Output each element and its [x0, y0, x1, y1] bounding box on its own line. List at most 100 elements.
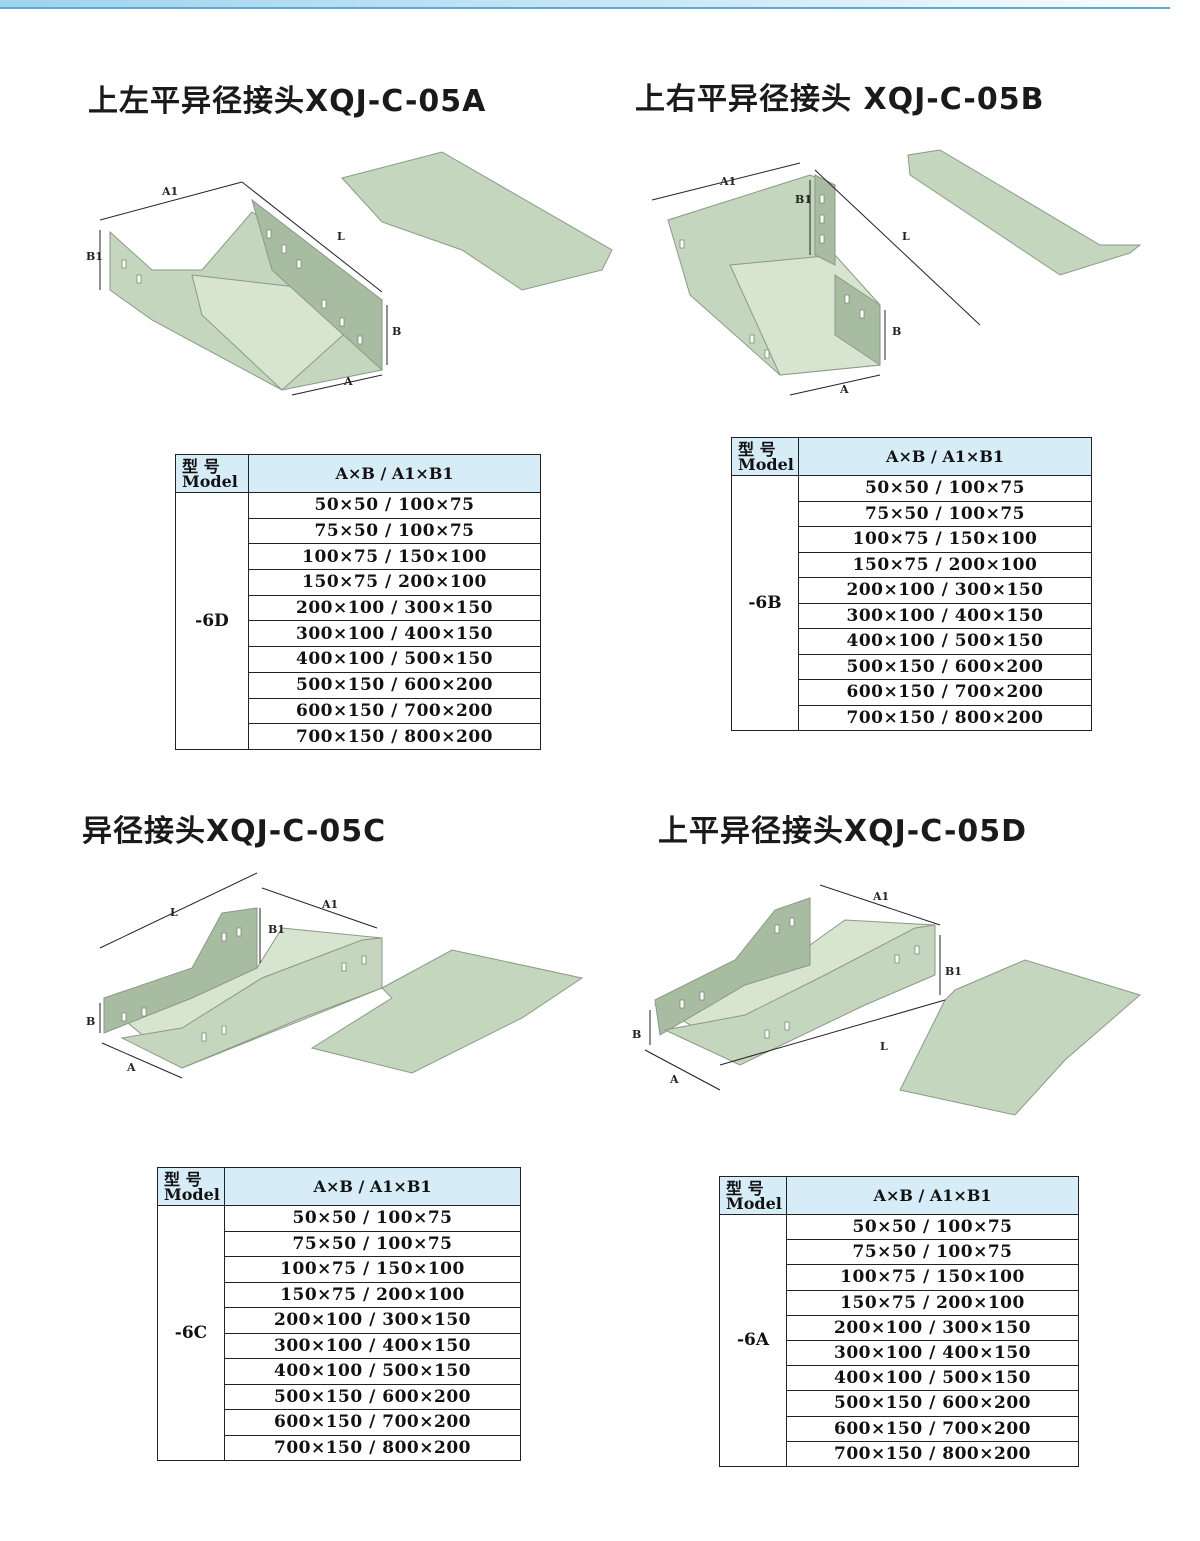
- size-cell: 200×100 / 300×150: [248, 594, 541, 622]
- title-05b: 上右平异径接头 XQJ-C-05B: [635, 82, 1045, 117]
- size-cell: 700×150 / 800×200: [786, 1440, 1079, 1467]
- size-cell: 700×150 / 800×200: [248, 723, 541, 750]
- dimension-lines: [651, 162, 981, 396]
- cover: [899, 959, 1142, 1116]
- cover: [310, 949, 584, 1074]
- dim-l: L: [337, 230, 345, 243]
- dim-b: B: [892, 325, 901, 338]
- tray-side: [814, 174, 836, 266]
- size-header: A×B / A1×B1: [798, 437, 1092, 476]
- dim-a: A: [126, 1061, 136, 1074]
- size-cell: 500×150 / 600×200: [786, 1390, 1079, 1417]
- top-band-line: [0, 7, 1170, 9]
- size-cell: 600×150 / 700×200: [248, 697, 541, 725]
- size-cell: 150×75 / 200×100: [224, 1281, 521, 1308]
- dim-a1: A1: [719, 175, 736, 188]
- size-cell: 300×100 / 400×150: [798, 602, 1092, 629]
- tray-side-front: [663, 924, 936, 1066]
- size-cell: 500×150 / 600×200: [224, 1383, 521, 1410]
- size-cell: 400×100 / 500×150: [786, 1365, 1079, 1392]
- size-header: A×B / A1×B1: [248, 454, 541, 493]
- size-cell: 600×150 / 700×200: [798, 679, 1092, 706]
- size-cell: 75×50 / 100×75: [798, 500, 1092, 527]
- dim-a: A: [839, 383, 849, 396]
- dim-b: B: [86, 1015, 95, 1028]
- size-cell: 600×150 / 700×200: [224, 1409, 521, 1436]
- size-cell: 150×75 / 200×100: [798, 551, 1092, 578]
- size-cell: 500×150 / 600×200: [248, 671, 541, 699]
- title-05a: 上左平异径接头XQJ-C-05A: [88, 84, 487, 119]
- illustration-05d: A1 B1 L B A: [632, 884, 1142, 1116]
- tray-side-front: [120, 937, 383, 1069]
- tray-side: [251, 198, 383, 372]
- size-header: A×B / A1×B1: [224, 1167, 521, 1206]
- size-cell: 200×100 / 300×150: [798, 577, 1092, 604]
- dim-b1: B1: [86, 250, 103, 263]
- illustration-05c: L A1 B1 B A: [86, 872, 584, 1079]
- dim-l: L: [902, 230, 910, 243]
- size-cell: 75×50 / 100×75: [786, 1239, 1079, 1266]
- model-cell: -6A: [719, 1214, 787, 1467]
- size-cell: 50×50 / 100×75: [786, 1213, 1079, 1241]
- size-cell: 600×150 / 700×200: [786, 1415, 1079, 1442]
- size-cell: 400×100 / 500×150: [224, 1358, 521, 1385]
- model-cell: -6B: [731, 475, 799, 731]
- dim-a1: A1: [161, 185, 178, 198]
- size-header: A×B / A1×B1: [786, 1176, 1079, 1215]
- dimension-lines: [644, 884, 946, 1091]
- size-cell: 300×100 / 400×150: [224, 1332, 521, 1359]
- size-cell: 150×75 / 200×100: [786, 1289, 1079, 1316]
- size-cell: 50×50 / 100×75: [248, 492, 541, 519]
- top-band: [0, 0, 1200, 8]
- dim-b1: B1: [268, 923, 285, 936]
- slots: [679, 194, 865, 359]
- cover: [907, 149, 1142, 276]
- size-cell: 75×50 / 100×75: [248, 517, 541, 545]
- slots: [121, 927, 367, 1042]
- size-cell: 50×50 / 100×75: [798, 475, 1092, 502]
- tray-side-back: [103, 907, 258, 1034]
- dim-b: B: [392, 325, 401, 338]
- dimension-lines: [99, 872, 378, 1079]
- size-cell: 200×100 / 300×150: [786, 1314, 1079, 1341]
- slots: [121, 229, 363, 345]
- size-cell: 700×150 / 800×200: [224, 1434, 521, 1461]
- tray-side-back: [654, 897, 811, 1036]
- dim-a: A: [343, 375, 353, 388]
- size-cell: 200×100 / 300×150: [224, 1307, 521, 1334]
- dim-l: L: [880, 1040, 888, 1053]
- dim-a: A: [669, 1073, 679, 1086]
- size-cell: 75×50 / 100×75: [224, 1230, 521, 1257]
- size-cell: 300×100 / 400×150: [786, 1339, 1079, 1367]
- size-cell: 100×75 / 150×100: [248, 543, 541, 571]
- slots: [679, 917, 920, 1039]
- dimension-lines: [99, 181, 388, 396]
- size-cell: 150×75 / 200×100: [248, 569, 541, 596]
- size-cell: 500×150 / 600×200: [798, 653, 1092, 680]
- size-cell: 50×50 / 100×75: [224, 1205, 521, 1232]
- dim-b1: B1: [795, 193, 812, 206]
- dim-l: L: [170, 906, 178, 919]
- dim-b: B: [632, 1028, 641, 1041]
- size-cell: 300×100 / 400×150: [248, 620, 541, 648]
- illustration-05a: A1 B1 L B A: [86, 151, 613, 396]
- cover: [341, 151, 613, 291]
- title-05d: 上平异径接头XQJ-C-05D: [658, 814, 1028, 849]
- size-cell: 100×75 / 150×100: [786, 1264, 1079, 1291]
- illustration-05b: A1 B1 L B A: [651, 149, 1142, 396]
- model-cell: -6C: [157, 1205, 225, 1461]
- size-cell: 400×100 / 500×150: [798, 628, 1092, 655]
- title-05c: 异径接头XQJ-C-05C: [82, 814, 387, 849]
- size-cell: 400×100 / 500×150: [248, 646, 541, 673]
- model-cell: -6D: [175, 492, 249, 750]
- size-cell: 700×150 / 800×200: [798, 704, 1092, 731]
- dim-a1: A1: [321, 898, 338, 911]
